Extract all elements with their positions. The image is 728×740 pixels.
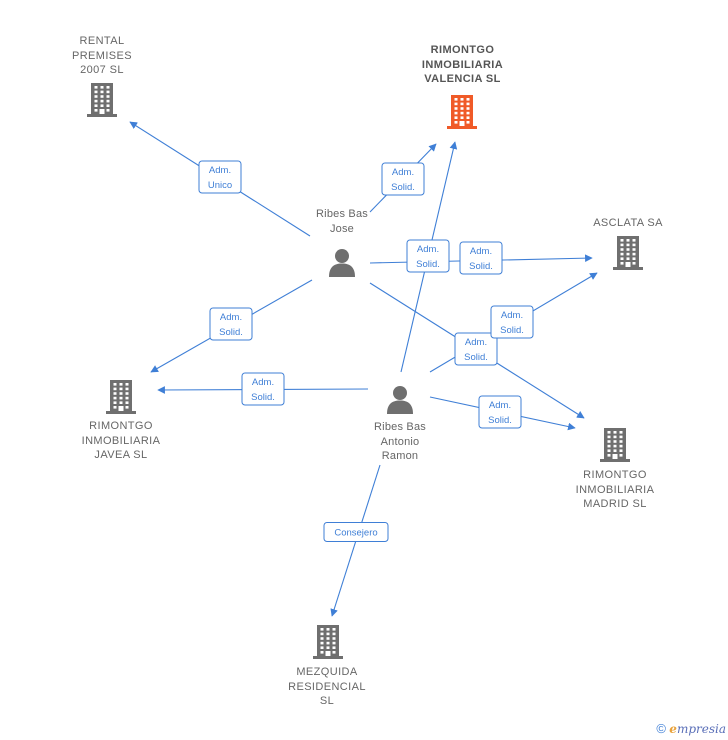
edge-label-text: Adm. (501, 310, 523, 321)
edge-label-text: Solid. (469, 261, 493, 272)
company-label-javea[interactable]: RIMONTGO INMOBILIARIA JAVEA SL (81, 420, 161, 461)
edge-label-jose-asclata[interactable]: Adm. Solid. (459, 241, 503, 275)
edge-label-text: Adm. (209, 165, 231, 176)
edge-label-jose-rental[interactable]: Adm. Unico (198, 160, 242, 194)
edge-label-text: Solid. (488, 415, 512, 426)
edge-label-text: Consejero (334, 528, 377, 539)
edge-label-text: Solid. (251, 392, 275, 403)
building-icon[interactable] (600, 428, 630, 467)
edge-label-text: Adm. (465, 337, 487, 348)
edge-label-text: Adm. (220, 312, 242, 323)
edge-label-text: Adm. (417, 244, 439, 255)
person-label-jose[interactable]: Ribes Bas Jose (316, 208, 368, 235)
edge-label-text: Adm. (489, 400, 511, 411)
edge-label-jose-valencia[interactable]: Adm. Solid. (381, 162, 425, 196)
edge-label-antonio-valencia[interactable]: Adm. Solid. (406, 239, 450, 273)
edge-label-antonio-asclata[interactable]: Adm. Solid. (490, 305, 534, 339)
edge-label-jose-madrid[interactable]: Adm. Solid. (454, 332, 498, 366)
edge-label-text: Solid. (500, 325, 524, 336)
building-icon[interactable] (613, 236, 643, 275)
copyright-symbol: © (656, 721, 666, 736)
company-label-asclata[interactable]: ASCLATA SA (593, 217, 663, 229)
company-label-madrid[interactable]: RIMONTGO INMOBILIARIA MADRID SL (575, 469, 655, 510)
edge-label-text: Solid. (464, 352, 488, 363)
edge-label-text: Unico (208, 180, 232, 191)
building-icon[interactable] (87, 83, 117, 122)
edge-label-text: Solid. (219, 327, 243, 338)
building-icon[interactable] (313, 625, 343, 664)
edge-label-text: Solid. (391, 182, 415, 193)
company-label-mezquida[interactable]: MEZQUIDA RESIDENCIAL SL (288, 666, 366, 707)
company-label-valencia[interactable]: RIMONTGO INMOBILIARIA VALENCIA SL (421, 44, 504, 85)
brand-logo: empresia (669, 722, 726, 736)
edge-label-antonio-madrid[interactable]: Adm. Solid. (478, 395, 522, 429)
footer-brand[interactable]: © empresia (656, 721, 726, 736)
company-label-rental[interactable]: RENTAL PREMISES 2007 SL (71, 35, 133, 76)
edge-label-text: Adm. (252, 377, 274, 388)
person-icon[interactable] (327, 247, 357, 282)
person-icon[interactable] (385, 384, 415, 419)
edge-label-antonio-mezquida[interactable]: Consejero (323, 522, 389, 542)
person-label-antonio[interactable]: Ribes Bas Antonio Ramon (374, 421, 426, 462)
edge-label-antonio-javea[interactable]: Adm. Solid. (241, 372, 285, 406)
edge-label-text: Solid. (416, 259, 440, 270)
building-icon[interactable] (447, 95, 477, 134)
edge-label-jose-javea[interactable]: Adm. Solid. (209, 307, 253, 341)
building-icon[interactable] (106, 380, 136, 419)
edge-label-text: Adm. (392, 167, 414, 178)
edge-label-text: Adm. (470, 246, 492, 257)
